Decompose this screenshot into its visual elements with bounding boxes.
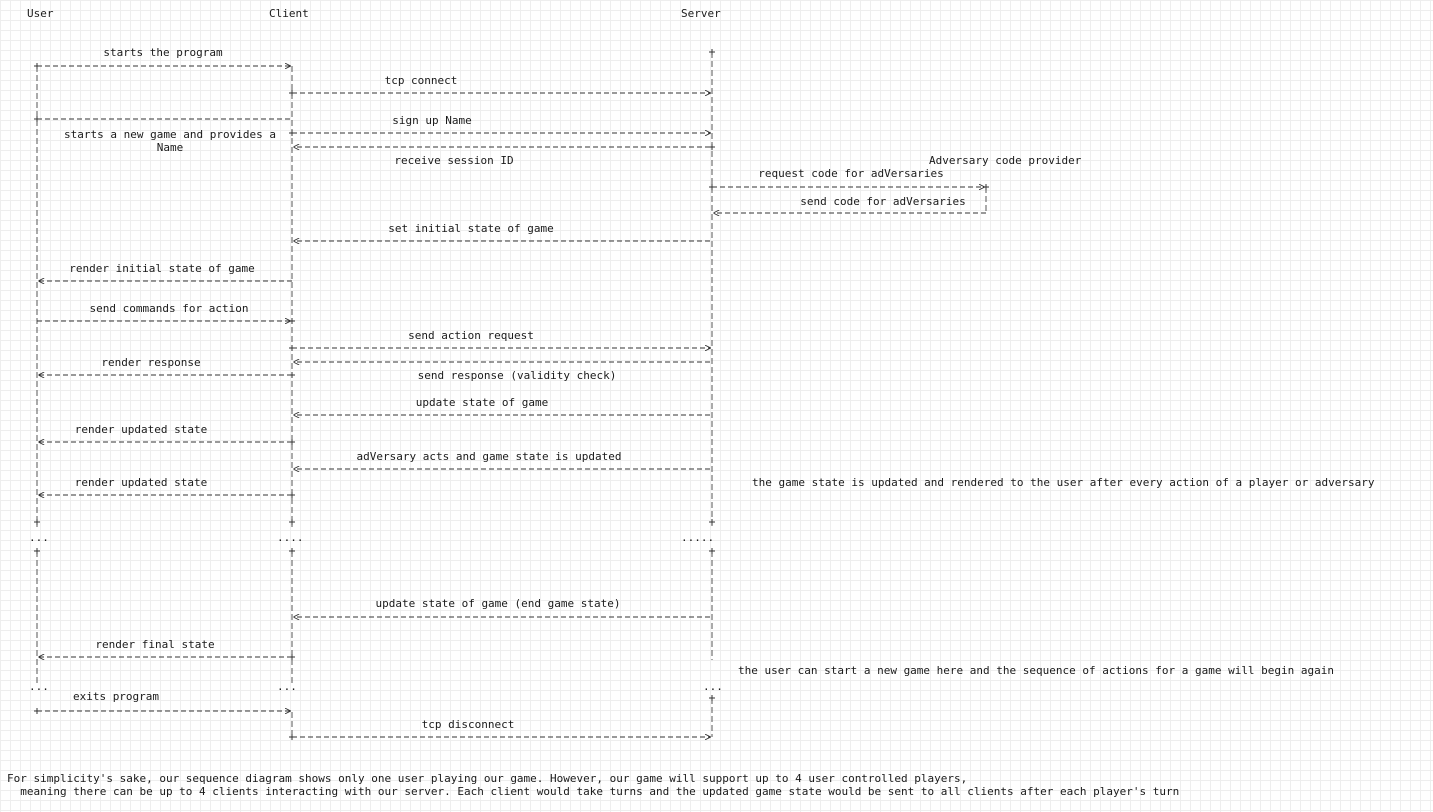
msg-starts-program: starts the program [103, 46, 223, 59]
msg-update-state: update state of game [415, 396, 549, 409]
ellipsis-user-1: ... [29, 531, 49, 544]
footer-text: For simplicity's sake, our sequence diag… [7, 772, 1179, 798]
participant-server: Server [681, 7, 721, 20]
msg-send-code: send code for adVersaries [800, 195, 966, 208]
msg-receive-session-id: receive session ID [394, 154, 514, 167]
ellipsis-user-2: ... [29, 680, 49, 693]
participant-client: Client [269, 7, 309, 20]
footer-line-1: For simplicity's sake, our sequence diag… [7, 772, 968, 785]
ellipsis-client-1: .... [277, 531, 304, 544]
note-restart: the user can start a new game here and t… [738, 664, 1335, 677]
msg-set-initial-state: set initial state of game [388, 222, 554, 235]
msg-render-response: render response [101, 356, 201, 369]
participant-adversary: Adversary code provider [929, 154, 1082, 167]
msg-send-action-request: send action request [408, 329, 534, 342]
ellipsis-server-2: ... [703, 680, 723, 693]
msg-render-final-state: render final state [95, 638, 215, 651]
msg-starts-new-game: starts a new game and provides a Name [64, 128, 276, 154]
junction-marks [34, 49, 989, 740]
msg-render-initial-state: render initial state of game [69, 262, 255, 275]
note-state-update: the game state is updated and rendered t… [752, 476, 1375, 489]
msg-update-state-end: update state of game (end game state) [375, 597, 621, 610]
msg-send-response: send response (validity check) [417, 369, 617, 382]
msg-tcp-connect: tcp connect [384, 74, 458, 87]
ellipsis-server-1: ..... [681, 531, 715, 544]
msg-tcp-disconnect: tcp disconnect [421, 718, 515, 731]
ellipsis-client-2: ... [277, 680, 297, 693]
msg-render-updated-state-1: render updated state [74, 423, 208, 436]
msg-request-code: request code for adVersaries [758, 167, 944, 180]
msg-send-commands: send commands for action [89, 302, 249, 315]
msg-sign-up-name: sign up Name [392, 114, 472, 127]
footer-line-2: meaning there can be up to 4 clients int… [7, 785, 1180, 798]
msg-exits-program: exits program [72, 690, 160, 703]
msg-adversary-acts: adVersary acts and game state is updated [356, 450, 622, 463]
participant-user: User [27, 7, 54, 20]
msg-render-updated-state-2: render updated state [74, 476, 208, 489]
